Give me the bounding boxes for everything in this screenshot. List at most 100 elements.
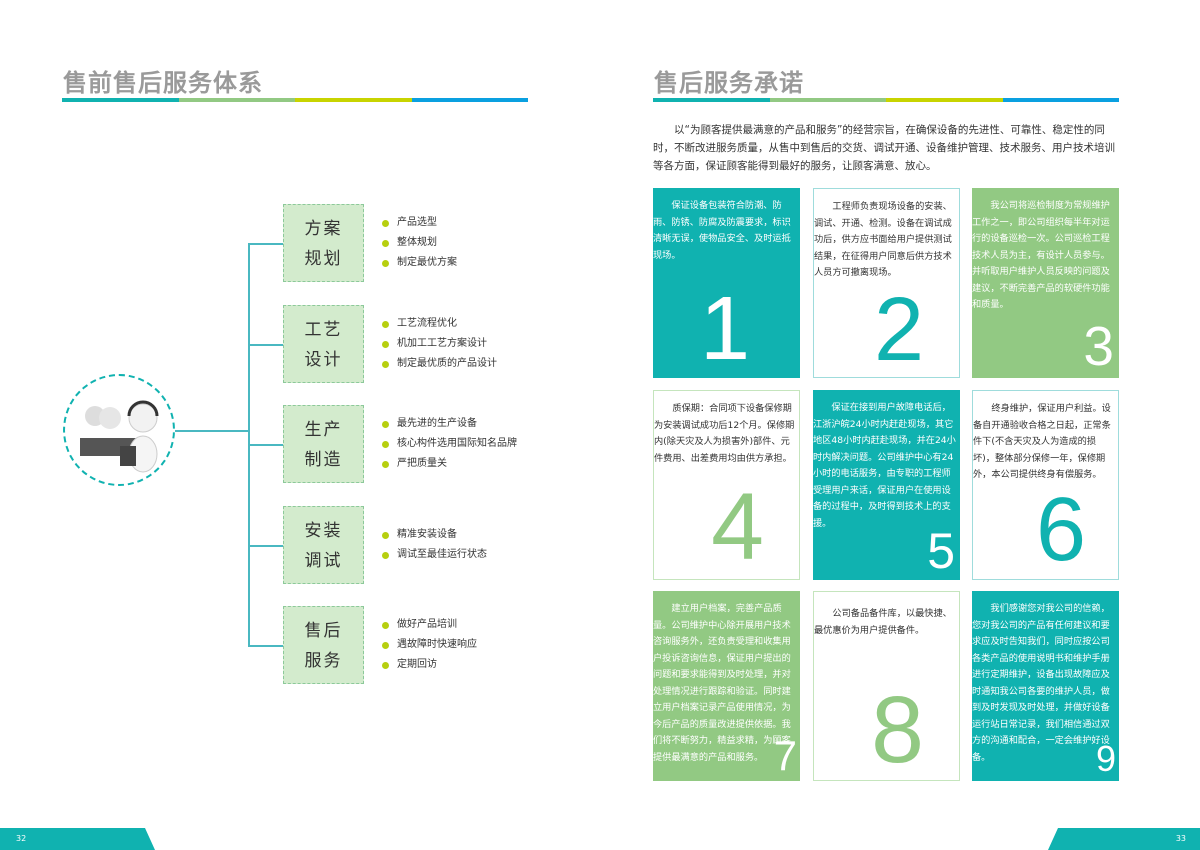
card-text: 保证在接到用户故障电话后，江浙沪皖24小时内赶赴现场，其它地区48小时内赶赴现场… [813, 402, 956, 529]
stage-title: 工艺 [304, 320, 343, 340]
bullet-icon [382, 219, 389, 227]
bullet-icon [382, 641, 389, 649]
color-bar [653, 98, 1119, 102]
card-text: 终身维护，保证用户利益。设备自开通验收合格之日起，正常条件下(不含天灾及人为造成… [973, 403, 1111, 480]
list-item: 机加工工艺方案设计 [382, 334, 497, 354]
connector-line [248, 545, 283, 547]
list-item-label: 遇故障时快速响应 [397, 639, 477, 650]
connector-line [248, 243, 283, 245]
promise-card: 终身维护，保证用户利益。设备自开通验收合格之日起，正常条件下(不含天灾及人为造成… [972, 390, 1119, 580]
bullet-icon [382, 440, 389, 448]
list-item: 定期回访 [382, 655, 477, 675]
list-item-label: 核心构件选用国际知名品牌 [397, 438, 517, 449]
promise-card: 建立用户档案，完善产品质量。公司维护中心除开展用户技术咨询服务外，还负责受理和收… [653, 591, 800, 781]
bullet-icon [382, 259, 389, 267]
list-item-label: 最先进的生产设备 [397, 418, 477, 429]
card-text: 质保期：合同项下设备保修期为安装调试成功后12个月。保修期内(除天灾及人为损害外… [654, 403, 795, 464]
connector-line [248, 645, 283, 647]
stage-title: 售后 [304, 621, 343, 641]
list-item: 精准安装设备 [382, 525, 487, 545]
list-item: 整体规划 [382, 233, 457, 253]
list-item: 最先进的生产设备 [382, 414, 517, 434]
stage-box: 售后服务 [283, 606, 364, 684]
list-item: 制定最优质的产品设计 [382, 354, 497, 374]
stage-box: 工艺设计 [283, 305, 364, 383]
stage-title: 服务 [304, 651, 343, 671]
bullet-icon [382, 420, 389, 428]
list-item: 制定最优方案 [382, 253, 457, 273]
list-item-label: 制定最优质的产品设计 [397, 358, 497, 369]
card-text: 保证设备包装符合防潮、防雨、防锈、防腐及防震要求，标识清晰无误，使物品安全、及时… [653, 200, 791, 261]
list-item: 工艺流程优化 [382, 314, 497, 334]
card-number: 9 [1095, 738, 1116, 779]
list-item-label: 严把质量关 [397, 458, 447, 469]
stage-item-list: 做好产品培训遇故障时快速响应定期回访 [382, 615, 477, 675]
stage-item-list: 工艺流程优化机加工工艺方案设计制定最优质的产品设计 [382, 314, 497, 374]
stage-item-list: 产品选型整体规划制定最优方案 [382, 213, 457, 273]
right-page-title: 售后服务承诺 [654, 68, 804, 97]
card-number: 7 [773, 732, 797, 779]
stage-box: 安装调试 [283, 506, 364, 584]
connector-line [175, 430, 248, 432]
promise-card: 我公司将巡检制度为常规维护工作之一，即公司组织每半年对运行的设备巡检一次。公司巡… [972, 188, 1119, 378]
list-item: 遇故障时快速响应 [382, 635, 477, 655]
list-item-label: 做好产品培训 [397, 619, 457, 630]
page-number: 32 [16, 834, 27, 843]
list-item-label: 定期回访 [397, 659, 437, 670]
card-text: 公司备品备件库，以最快捷、最优惠价为用户提供备件。 [814, 608, 952, 636]
intro-paragraph: 以“为顾客提供最满意的产品和服务”的经营宗旨，在确保设备的先进性、可靠性、稳定性… [653, 124, 1115, 172]
list-item-label: 精准安装设备 [397, 529, 457, 540]
card-number: 3 [1083, 315, 1114, 377]
list-item: 核心构件选用国际知名品牌 [382, 434, 517, 454]
card-text: 我们感谢您对我公司的信赖，您对我公司的产品有任何建议和要求应及时告知我们，同时应… [972, 603, 1110, 763]
stage-title: 安装 [304, 521, 343, 541]
stage-title: 设计 [304, 350, 343, 370]
card-text: 我公司将巡检制度为常规维护工作之一，即公司组织每半年对运行的设备巡检一次。公司巡… [972, 200, 1110, 310]
list-item: 产品选型 [382, 213, 457, 233]
page-footer-right: 33 [1048, 828, 1200, 850]
stage-item-list: 精准安装设备调试至最佳运行状态 [382, 525, 487, 565]
bullet-icon [382, 320, 389, 328]
stage-box: 方案规划 [283, 204, 364, 282]
list-item-label: 机加工工艺方案设计 [397, 338, 487, 349]
list-item-label: 制定最优方案 [397, 257, 457, 268]
bullet-icon [382, 460, 389, 468]
connector-line [248, 344, 283, 346]
stage-title: 规划 [304, 249, 343, 269]
promise-card: 我们感谢您对我公司的信赖，您对我公司的产品有任何建议和要求应及时告知我们，同时应… [972, 591, 1119, 781]
card-text: 工程师负责现场设备的安装、调试、开通、检测。设备在调试成功后，供方应书面给用户提… [814, 201, 952, 278]
card-text: 建立用户档案，完善产品质量。公司维护中心除开展用户技术咨询服务外，还负责受理和收… [653, 603, 791, 763]
list-item-label: 调试至最佳运行状态 [397, 549, 487, 560]
bullet-icon [382, 340, 389, 348]
stage-title: 调试 [304, 551, 343, 571]
card-number: 6 [1035, 480, 1086, 580]
promise-card: 质保期：合同项下设备保修期为安装调试成功后12个月。保修期内(除天灾及人为损害外… [653, 390, 800, 580]
bullet-icon [382, 239, 389, 247]
promise-card: 保证设备包装符合防潮、防雨、防锈、防腐及防震要求，标识清晰无误，使物品安全、及时… [653, 188, 800, 378]
promise-card: 公司备品备件库，以最快捷、最优惠价为用户提供备件。 8 [813, 591, 960, 781]
bullet-icon [382, 531, 389, 539]
card-number: 1 [699, 279, 750, 378]
card-number: 8 [871, 677, 924, 781]
bullet-icon [382, 661, 389, 669]
bullet-icon [382, 551, 389, 559]
card-number: 4 [711, 474, 764, 580]
stage-title: 制造 [304, 450, 343, 470]
stage-box: 生产制造 [283, 405, 364, 483]
customer-service-illustration [63, 374, 175, 486]
promise-card: 工程师负责现场设备的安装、调试、开通、检测。设备在调试成功后，供方应书面给用户提… [813, 188, 960, 378]
left-page-title: 售前售后服务体系 [63, 68, 263, 97]
stage-title: 方案 [304, 219, 343, 239]
list-item-label: 产品选型 [397, 217, 437, 228]
list-item-label: 工艺流程优化 [397, 318, 457, 329]
card-number: 2 [873, 280, 924, 378]
promise-card: 保证在接到用户故障电话后，江浙沪皖24小时内赶赴现场，其它地区48小时内赶赴现场… [813, 390, 960, 580]
list-item: 做好产品培训 [382, 615, 477, 635]
list-item: 严把质量关 [382, 454, 517, 474]
list-item: 调试至最佳运行状态 [382, 545, 487, 565]
stage-title: 生产 [304, 420, 343, 440]
bullet-icon [382, 621, 389, 629]
page-footer-left: 32 [0, 828, 155, 850]
list-item-label: 整体规划 [397, 237, 437, 248]
connector-line [248, 444, 283, 446]
